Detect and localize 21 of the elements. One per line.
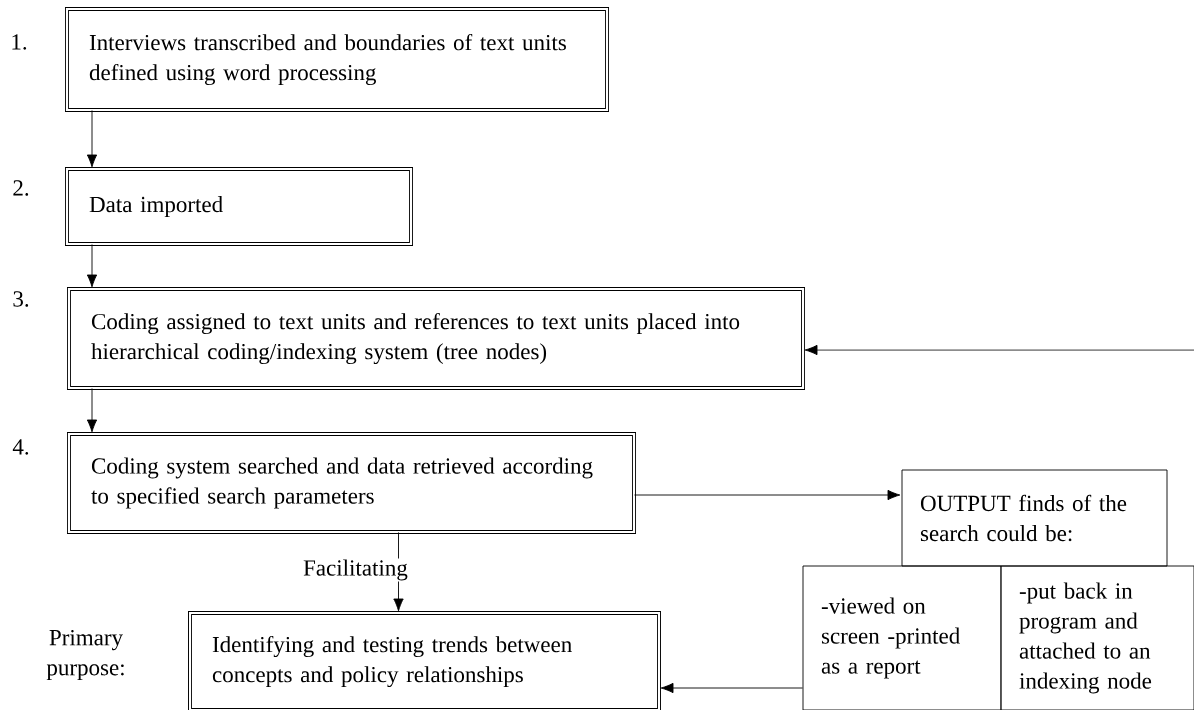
arrow [634,489,901,501]
output-box: -put back in program and attached to an indexing node [1000,565,1194,710]
step-label: 2. [13,180,29,196]
arrow [804,344,1194,356]
arrow [393,532,404,612]
arrow [86,110,98,168]
output-box: OUTPUT finds of the search could be: [901,469,1168,567]
arrow [660,682,803,694]
step-label: 1. [12,34,27,50]
process-box: Coding assigned to text units and references to text units placed into hierarchical coding/indexing system (tree nodes) [67,287,805,390]
output-box: -viewed on screen -printed as a report [802,565,1002,710]
step-label: Primary purpose: [46,629,124,681]
process-box: Interviews transcribed and boundaries of text units defined using word processing [65,7,609,112]
process-box: Identifying and testing trends between concepts and policy relationships [188,611,661,710]
process-box: Data imported [65,167,413,246]
process-box: Coding system searched and data retrieved according to specified search parameters [67,432,636,534]
arrow [86,244,98,288]
edge-label: Facilitating [302,558,409,582]
arrow [86,388,98,433]
step-label: 3. [13,291,29,307]
step-label: 4. [12,439,29,455]
